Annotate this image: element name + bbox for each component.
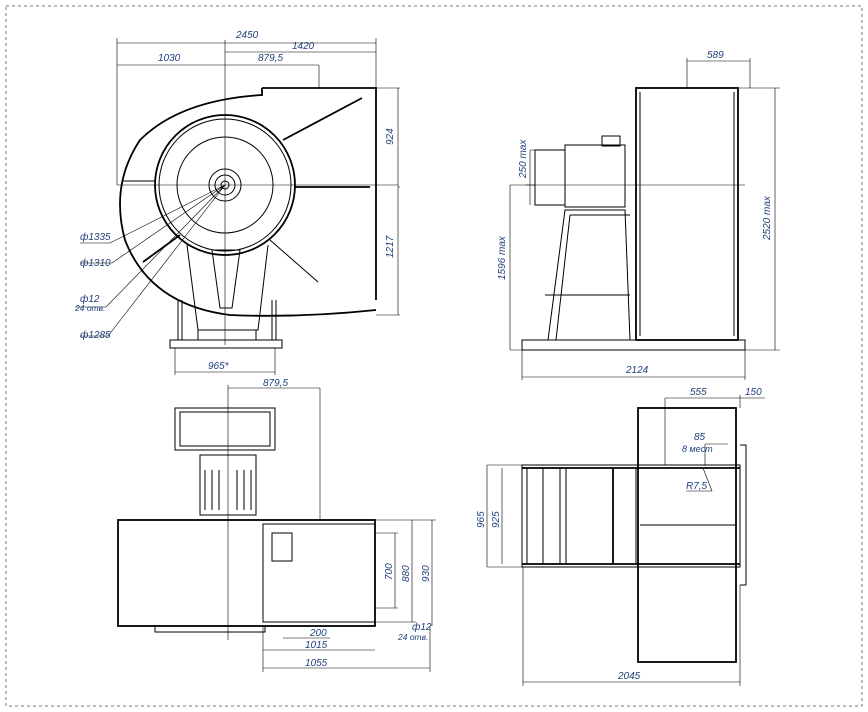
side-view: 589 2520 max 1596 max 250 max 2124 (497, 50, 780, 380)
front-view: 2450 1420 1030 879,5 924 1217 965* ф1335… (74, 30, 400, 375)
dim-880: 880 (401, 565, 412, 582)
hole-diameter: ф12 (412, 621, 432, 633)
motor-end (534, 149, 566, 206)
dim-925: 925 (491, 511, 502, 528)
plan-view: 879,5 700 880 930 200 1015 1055 ф12 24 о… (117, 378, 436, 672)
housing-plan (117, 519, 376, 627)
dim-965: 965* (208, 361, 230, 372)
slot-count: 8 мест (682, 444, 713, 454)
dim-2124: 2124 (625, 365, 649, 376)
diameter-1335: ф1335 (80, 231, 111, 243)
motor-body (564, 144, 626, 208)
dim-200: 200 (309, 628, 327, 639)
dim-250-max: 250 max (518, 139, 529, 179)
dim-700: 700 (384, 563, 395, 580)
dim-1015: 1015 (305, 640, 328, 651)
dim-2450: 2450 (235, 30, 259, 41)
dim-2520-max: 2520 max (762, 195, 773, 241)
outlet-box (174, 407, 276, 451)
dim-2045: 2045 (617, 671, 641, 682)
sheet-border (5, 5, 863, 707)
base-frame-top (521, 464, 741, 568)
base-plate (169, 339, 283, 349)
dim-965-base: 965 (476, 511, 487, 528)
dim-1030: 1030 (158, 53, 181, 64)
dim-930: 930 (421, 565, 432, 582)
diameter-1285: ф1285 (80, 329, 111, 341)
housing-top (637, 407, 737, 663)
dim-589: 589 (707, 50, 724, 61)
dim-1420: 1420 (292, 41, 315, 52)
volute-housing (119, 87, 377, 317)
dim-879-5-plan: 879,5 (263, 378, 288, 389)
diameter-12: ф12 (80, 293, 100, 305)
dim-1055: 1055 (305, 658, 328, 669)
dim-85: 85 (694, 432, 706, 443)
dim-879-5: 879,5 (258, 53, 283, 64)
base-frame (521, 339, 746, 351)
dim-924: 924 (385, 128, 396, 145)
dim-1217: 1217 (385, 235, 396, 258)
base-view: 555 150 85 8 мест R7,5 965 925 2045 (476, 387, 765, 686)
radius-7-5: R7,5 (686, 481, 708, 492)
dim-1596-max: 1596 max (497, 235, 508, 280)
holes-24: 24 отв. (74, 303, 105, 313)
hole-count: 24 отв. (397, 632, 428, 642)
dim-555: 555 (690, 387, 707, 398)
dim-150: 150 (745, 387, 762, 398)
diameter-1310: ф1310 (80, 257, 111, 269)
fan-housing-side (635, 87, 739, 341)
